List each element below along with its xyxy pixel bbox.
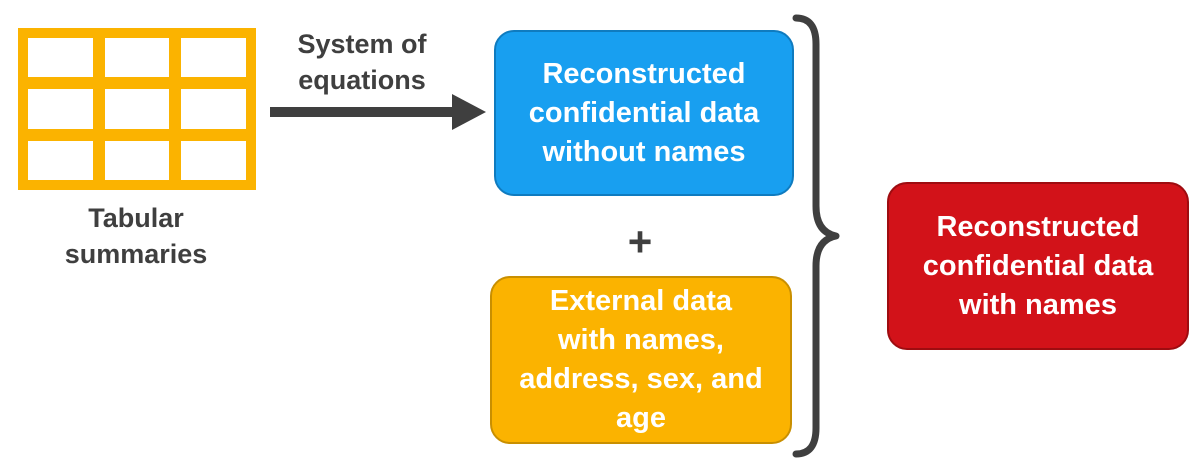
table-cell [28, 38, 93, 78]
external-data-box: External data with names, address, sex, … [490, 276, 792, 444]
tabular-caption-line: Tabular [88, 203, 184, 233]
table-cell [104, 89, 170, 129]
table-cell [28, 89, 93, 129]
table-cell [181, 89, 246, 129]
box-line: Reconstructed [542, 57, 746, 90]
reconstructed-without-names-box: Reconstructed confidential data without … [494, 30, 794, 196]
tabular-caption-line: summaries [64, 239, 208, 269]
table-cell [104, 38, 170, 78]
box-line: External data [549, 285, 733, 317]
box-line: confidential data [528, 96, 760, 129]
box-line: with names, [558, 324, 724, 356]
arrow-label-line: System of [297, 29, 427, 59]
box-line: with names [959, 288, 1117, 321]
system-of-equations-label: System of equations [272, 26, 452, 98]
table-cell [181, 38, 246, 78]
table-cell [28, 140, 93, 180]
table-cell [104, 140, 170, 180]
box-line: address, sex, and [519, 363, 763, 395]
right-curly-brace-icon [792, 14, 840, 458]
right-arrow-icon [270, 94, 486, 130]
arrow-label-line: equations [298, 65, 426, 95]
table-cell [181, 140, 246, 180]
reconstructed-with-names-box: Reconstructed confidential data with nam… [887, 182, 1189, 350]
table-grid-icon [18, 28, 256, 190]
plus-symbol: + [627, 218, 653, 265]
tabular-summaries-caption: Tabular summaries [30, 200, 242, 272]
box-line: without names [542, 135, 746, 168]
box-line: confidential data [922, 249, 1154, 282]
box-line: age [616, 402, 666, 434]
box-line: Reconstructed [936, 210, 1140, 243]
